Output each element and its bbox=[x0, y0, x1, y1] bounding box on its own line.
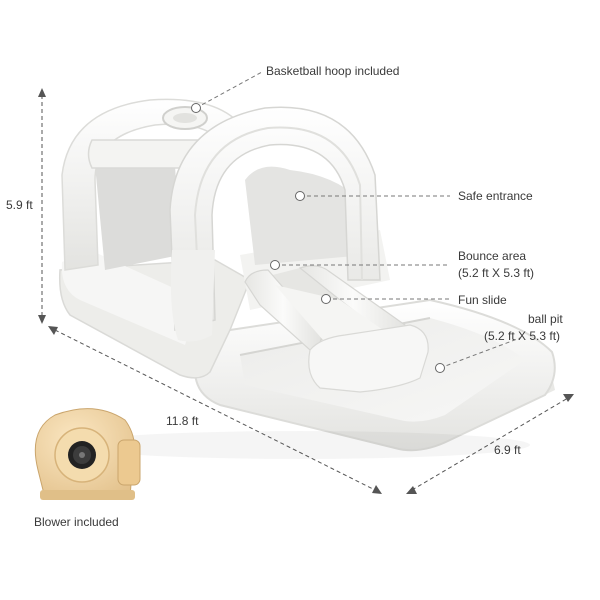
callouts bbox=[191, 71, 521, 373]
ball-pit-label: ball pit bbox=[528, 312, 563, 326]
bounce-area-label: Bounce area bbox=[458, 249, 527, 263]
basketball-hoop bbox=[162, 106, 208, 130]
bounce-area-size: (5.2 ft X 5.3 ft) bbox=[458, 266, 535, 280]
bounce-house bbox=[58, 98, 556, 459]
width-dimension: 6.9 ft bbox=[494, 443, 521, 457]
mesh-walls bbox=[95, 160, 365, 270]
ball-pit-size: (5.2 ft X 5.3 ft) bbox=[484, 329, 561, 343]
height-dimension: 5.9 ft bbox=[6, 198, 33, 212]
hoop-label: Basketball hoop included bbox=[266, 64, 400, 78]
safe-entrance-label: Safe entrance bbox=[458, 189, 533, 203]
fun-slide-label: Fun slide bbox=[458, 293, 507, 307]
length-dimension: 11.8 ft bbox=[166, 414, 199, 428]
front-arch bbox=[169, 106, 381, 342]
dimension-lines bbox=[38, 88, 574, 494]
blower-image bbox=[34, 408, 141, 500]
fun-slide bbox=[244, 265, 429, 393]
blower-label: Blower included bbox=[34, 515, 119, 529]
